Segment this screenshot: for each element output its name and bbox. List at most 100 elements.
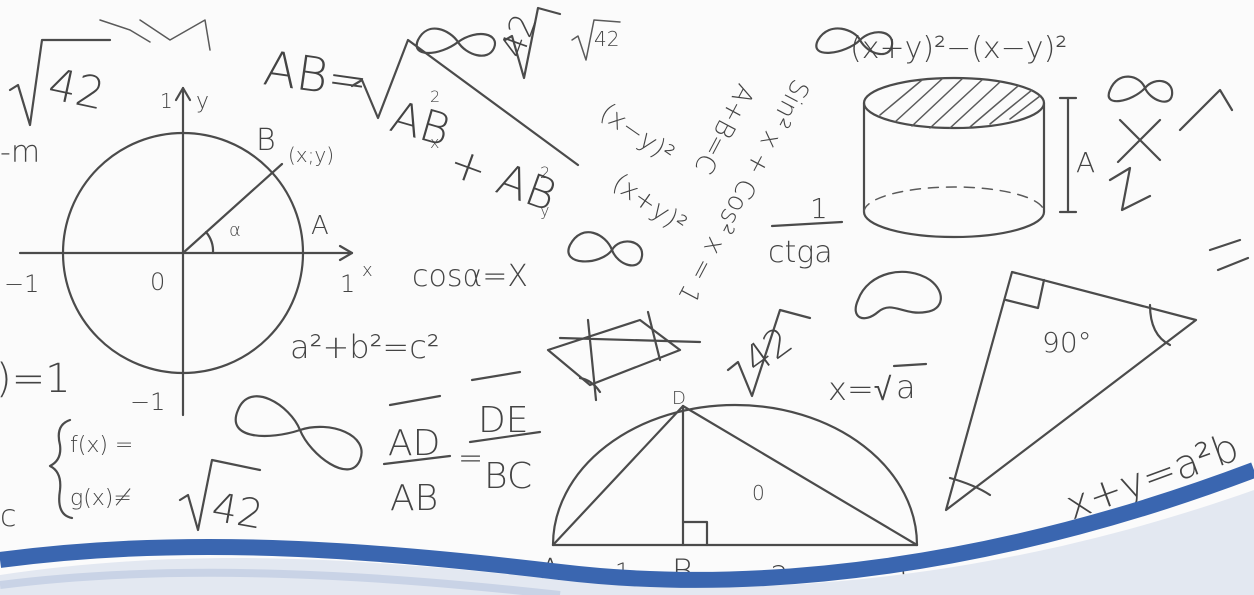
sqrt42-top-left: 42 bbox=[44, 59, 109, 121]
ab-sub1: x bbox=[430, 133, 439, 152]
sqrt42-bottom-radical bbox=[178, 458, 262, 532]
parallelogram-lines bbox=[558, 310, 702, 402]
infinity-large bbox=[854, 270, 942, 320]
xy-squared-formula: (x+y)²−(x−y)² bbox=[850, 31, 1067, 66]
right-angle-box bbox=[1004, 278, 1046, 310]
sqrt42-small: 42 bbox=[594, 27, 619, 51]
fx-label: f(x) = bbox=[70, 433, 133, 458]
wave-blue-band bbox=[0, 462, 1254, 588]
edge-scribble bbox=[1208, 238, 1250, 272]
origin-label: 0 bbox=[150, 268, 165, 296]
ab-rad-term1: AB bbox=[385, 92, 456, 157]
letter-c: c bbox=[0, 499, 17, 534]
alpha-label: α bbox=[229, 220, 241, 241]
x-sqrt-a-lhs: x=√ bbox=[828, 370, 892, 408]
ab-sub2: y bbox=[540, 201, 549, 220]
top-left-scribble bbox=[99, 19, 211, 51]
angle-arc-right bbox=[1148, 303, 1172, 347]
minus-m-label: -m bbox=[0, 135, 40, 170]
ab-lhs: AB= bbox=[260, 40, 371, 110]
infinity-right-small bbox=[1107, 75, 1174, 103]
cylinder-bottom-back bbox=[863, 186, 1045, 213]
cylinder-hatching bbox=[879, 78, 1041, 129]
right-triangle: 90° bbox=[944, 270, 1198, 512]
center-right-formulas: 42 x=√ a bbox=[726, 270, 942, 408]
fraction-bar bbox=[770, 220, 844, 228]
cylinder-bottom-front bbox=[862, 210, 1046, 239]
check-scribble bbox=[1178, 88, 1234, 132]
cos-alpha-formula: cosα=X bbox=[412, 259, 528, 294]
x-plus-y-squared: (x+y)² bbox=[607, 168, 692, 240]
sqrt42-small-radical bbox=[571, 19, 621, 61]
fraction-one: 1 bbox=[810, 192, 828, 225]
sqrt42-top-mid-radical bbox=[503, 6, 562, 80]
right-edge-doodles bbox=[1107, 75, 1250, 272]
ninety-degree-label: 90° bbox=[1042, 326, 1092, 359]
x-sqrt-a-rad: a bbox=[896, 368, 916, 406]
wave-decoration bbox=[0, 462, 1254, 595]
piecewise-brace bbox=[48, 418, 74, 520]
wave-light-band bbox=[0, 490, 1254, 595]
parallelogram-sketch bbox=[546, 310, 702, 402]
ad-overline bbox=[388, 394, 442, 407]
trig-identities: Sin² x + Cos² x = 1 A+B=C (x−y)² (x+y)² bbox=[594, 27, 894, 308]
point-b-label: B bbox=[256, 123, 276, 158]
ratio-bc: BC bbox=[484, 456, 532, 497]
sqrt42-mid: 42 bbox=[735, 318, 800, 382]
ab-distance-formula: AB= AB 2 x + AB 2 y bbox=[260, 38, 580, 222]
de-overline bbox=[470, 370, 522, 382]
y-one-label: 1 bbox=[160, 89, 173, 113]
cylinder-group: (x+y)²−(x−y)² A bbox=[850, 31, 1095, 239]
sqrt42-mid-radical bbox=[726, 308, 812, 398]
sqrt42-bottom: 42 bbox=[208, 485, 266, 539]
right-triangle-shape bbox=[944, 270, 1198, 512]
sqrt42-top-left-radical bbox=[8, 38, 112, 127]
ab-radical bbox=[350, 38, 580, 167]
ratio-ab: AB bbox=[390, 478, 438, 519]
unit-circle-diagram: y 1 B (x;y) α A 0 −1 1 x −1 bbox=[4, 86, 373, 417]
ab-sup2: 2 bbox=[540, 163, 550, 182]
infinity-top-right bbox=[815, 27, 894, 56]
height-label: A bbox=[1076, 146, 1095, 179]
x-mark-1 bbox=[1116, 118, 1162, 164]
gx-label: g(x)≠ bbox=[70, 486, 132, 511]
right-angle-marker bbox=[681, 520, 709, 547]
semicircle-diagram: D A 1 B a C 0 bbox=[540, 388, 921, 590]
radius-line bbox=[181, 162, 284, 255]
curve-scribble bbox=[1108, 166, 1152, 212]
ratio-equals: = bbox=[458, 441, 483, 476]
point-a-label: A bbox=[311, 211, 329, 241]
x-sqrt-a-overline bbox=[892, 362, 928, 368]
ratio-bar-left bbox=[382, 454, 452, 466]
similar-triangles-ratio: AD AB = DE BC bbox=[382, 370, 542, 519]
middle-formulas: cosα=X 1 ctga a²+b²=c² bbox=[290, 192, 844, 366]
left-formulas: 42 -m )=1 f(x) = g(x)≠ c 42 bbox=[0, 19, 363, 539]
angle-arc bbox=[204, 230, 215, 255]
infinity-center bbox=[567, 231, 644, 267]
ab-sup1: 2 bbox=[430, 87, 440, 106]
ratio-bar-right bbox=[468, 430, 542, 444]
infinity-left bbox=[234, 395, 363, 471]
center-zero: 0 bbox=[752, 481, 765, 505]
chord-ad bbox=[551, 404, 685, 547]
semicircle-arc bbox=[551, 403, 919, 547]
x-label: x bbox=[362, 260, 373, 281]
parallelogram bbox=[546, 318, 682, 387]
chord-dc bbox=[681, 404, 919, 547]
minus-one-bottom-label: −1 bbox=[130, 388, 165, 416]
x-minus-y-squared: (x−y)² bbox=[594, 97, 679, 169]
wave-lower-band bbox=[0, 568, 561, 595]
x-axis-arrow bbox=[338, 244, 354, 262]
equals-one-label: )=1 bbox=[0, 356, 71, 402]
parallelogram-angle bbox=[578, 376, 602, 394]
y-label: y bbox=[196, 89, 209, 114]
y-axis-arrow bbox=[174, 86, 192, 102]
point-d: D bbox=[672, 388, 686, 409]
point-b-coords: (x;y) bbox=[288, 143, 334, 167]
minus-one-left-label: −1 bbox=[4, 270, 39, 298]
pythagorean-formula: a²+b²=c² bbox=[290, 328, 440, 366]
one-right-label: 1 bbox=[340, 270, 355, 298]
ctga-label: ctga bbox=[768, 235, 833, 270]
